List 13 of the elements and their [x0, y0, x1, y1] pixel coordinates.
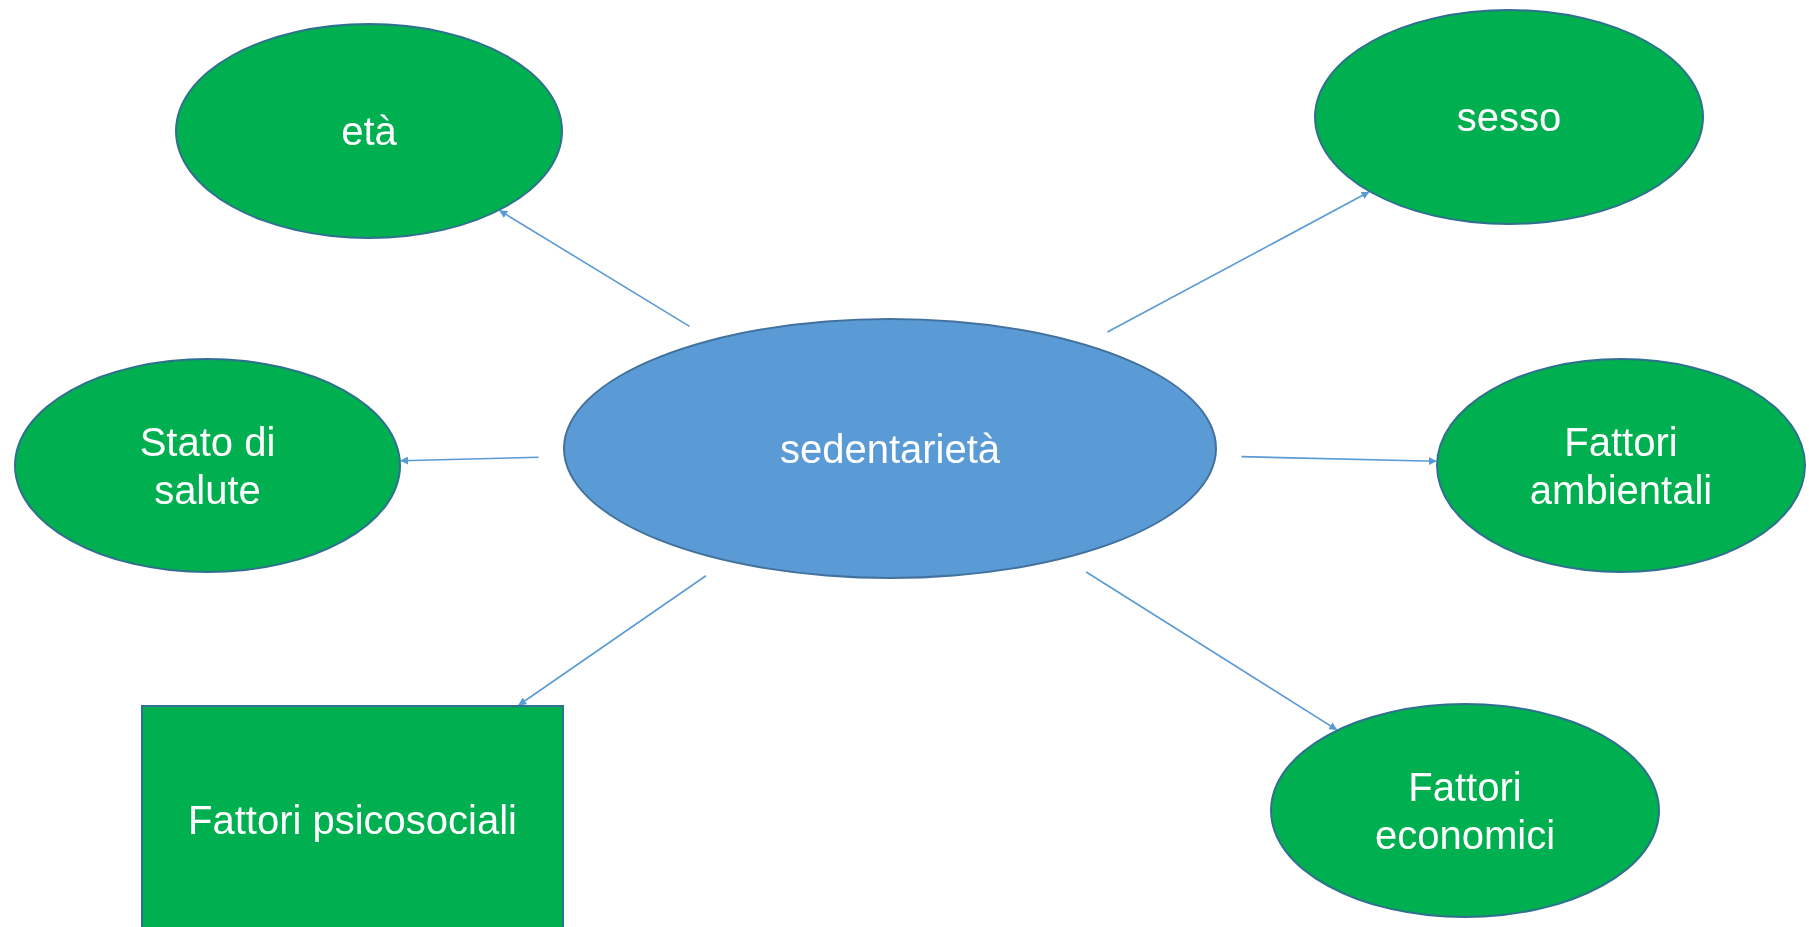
rectangle-node	[141, 705, 564, 927]
arrow	[400, 456, 540, 465]
arrow	[1240, 455, 1437, 466]
node-label: sedentarietà	[779, 425, 1001, 473]
node-label: Fattori economici	[1373, 763, 1557, 859]
node-label: sesso	[1456, 94, 1562, 141]
node-label: età	[341, 108, 397, 155]
arrow	[499, 209, 691, 328]
arrow	[1085, 571, 1338, 731]
node-label: Stato di salute	[138, 418, 277, 514]
arrow	[1106, 191, 1370, 333]
node-label: Fattori psicosociali	[188, 797, 517, 844]
node-label: Fattori ambientali	[1528, 418, 1714, 514]
